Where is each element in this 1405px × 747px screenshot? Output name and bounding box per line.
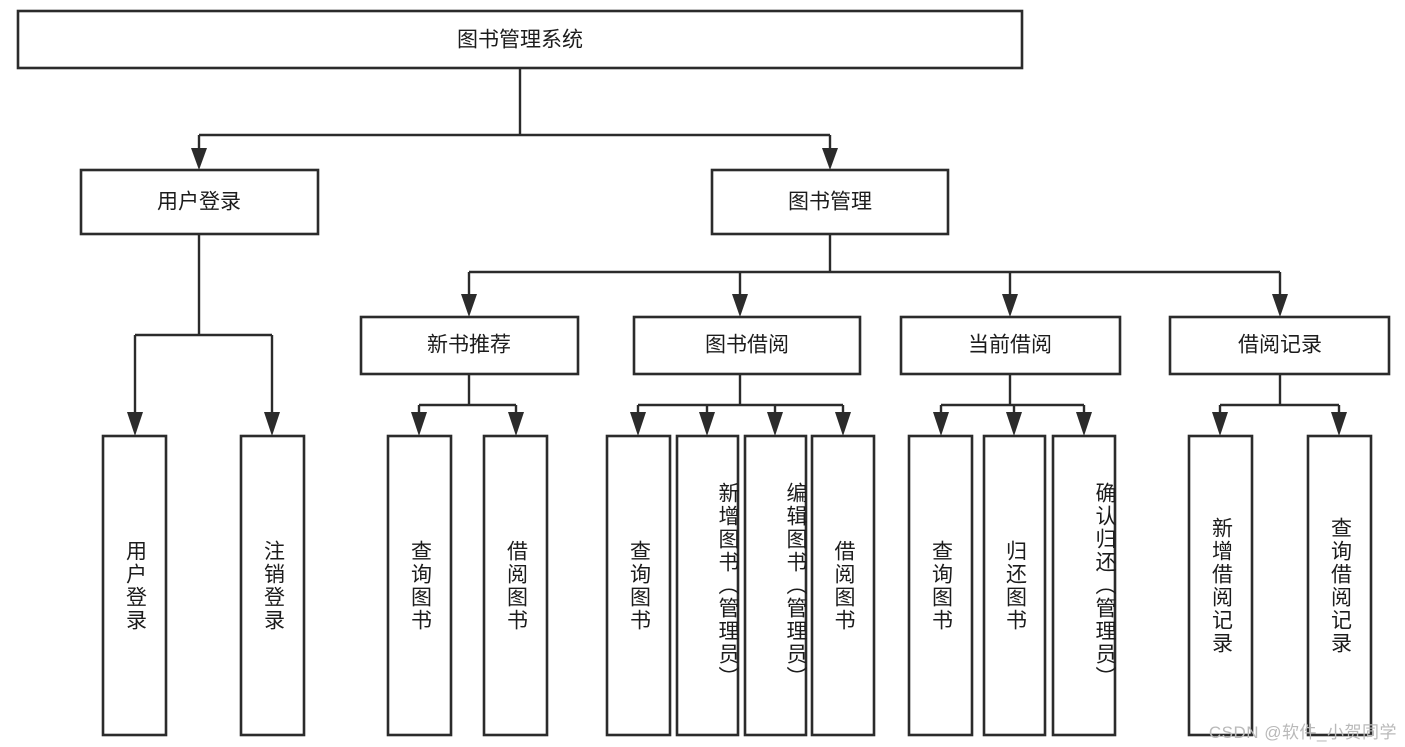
node-root-label: 图书管理系统 bbox=[457, 29, 583, 52]
node-leaf-user-login-rect[interactable] bbox=[101, 434, 168, 737]
node-borrow-record-rect[interactable] bbox=[1168, 315, 1391, 376]
arrow-head-leaf-confirm-return-admin bbox=[1076, 412, 1092, 436]
node-leaf-query-borrow-record-rect[interactable] bbox=[1306, 434, 1373, 737]
arrow-head-current-borrow bbox=[1002, 294, 1018, 317]
node-current-borrow-rect[interactable] bbox=[899, 315, 1122, 376]
connector-layer bbox=[127, 68, 1347, 436]
node-layer: 图书管理系统 用户登录 图书管理 新书推荐 图书借阅 当前 bbox=[16, 9, 1391, 737]
arrow-head-leaf-user-logout bbox=[264, 412, 280, 436]
arrow-head-leaf-user-login bbox=[127, 412, 143, 436]
arrow-head-leaf-query-book-rec bbox=[411, 412, 427, 436]
arrow-head-leaf-query-borrow-record bbox=[1331, 412, 1347, 436]
arrow-head-book-borrow bbox=[732, 294, 748, 317]
node-leaf-confirm-return-admin-rect[interactable] bbox=[1051, 434, 1117, 737]
node-new-book-recommend-rect[interactable] bbox=[359, 315, 580, 376]
node-book-borrow-label: 图书借阅 bbox=[705, 334, 789, 357]
node-book-manage[interactable]: 图书管理 bbox=[710, 168, 950, 236]
node-borrow-record-label: 借阅记录 bbox=[1238, 334, 1322, 357]
node-leaf-return-book-rect[interactable] bbox=[982, 434, 1047, 737]
arrow-head-leaf-edit-book-admin bbox=[767, 412, 783, 436]
node-borrow-record[interactable]: 借阅记录 bbox=[1168, 315, 1391, 376]
node-current-borrow[interactable]: 当前借阅 bbox=[899, 315, 1122, 376]
node-new-book-recommend-label: 新书推荐 bbox=[427, 334, 511, 357]
node-leaf-edit-book-admin-rect[interactable] bbox=[743, 434, 808, 737]
node-book-manage-label: 图书管理 bbox=[788, 191, 872, 214]
node-user-login-rect[interactable] bbox=[79, 168, 320, 236]
node-leaf-query-book-current-rect[interactable] bbox=[907, 434, 974, 737]
node-leaf-user-logout-rect[interactable] bbox=[239, 434, 306, 737]
node-leaf-query-book-borrow-rect[interactable] bbox=[605, 434, 672, 737]
arrow-head-leaf-borrow-book-rec bbox=[508, 412, 524, 436]
node-new-book-recommend[interactable]: 新书推荐 bbox=[359, 315, 580, 376]
node-user-login[interactable]: 用户登录 bbox=[79, 168, 320, 236]
arrow-head-leaf-add-borrow-record bbox=[1212, 412, 1228, 436]
node-user-login-label: 用户登录 bbox=[157, 191, 241, 214]
node-leaf-add-book-admin-rect[interactable] bbox=[675, 434, 740, 737]
arrow-head-leaf-query-book-borrow bbox=[630, 412, 646, 436]
arrow-head-leaf-query-book-current bbox=[933, 412, 949, 436]
arrow-head-leaf-borrow-book bbox=[835, 412, 851, 436]
node-current-borrow-label: 当前借阅 bbox=[968, 334, 1052, 357]
arrow-head-book-manage bbox=[822, 148, 838, 170]
node-book-borrow-rect[interactable] bbox=[632, 315, 862, 376]
node-leaf-query-book-rec-rect[interactable] bbox=[386, 434, 453, 737]
arrow-head-new-book-recommend bbox=[461, 294, 477, 317]
arrow-head-leaf-add-book-admin bbox=[699, 412, 715, 436]
arrow-head-leaf-return-book bbox=[1006, 412, 1022, 436]
watermark-text: CSDN @软件_小贺同学 bbox=[1208, 723, 1397, 742]
node-leaf-borrow-book-rec-rect[interactable] bbox=[482, 434, 549, 737]
node-leaf-borrow-book-rect[interactable] bbox=[810, 434, 876, 737]
arrow-head-borrow-record bbox=[1272, 294, 1288, 317]
arrow-head-user-login bbox=[191, 148, 207, 170]
node-leaf-add-borrow-record-rect[interactable] bbox=[1187, 434, 1254, 737]
node-root-rect[interactable] bbox=[16, 9, 1024, 70]
node-book-borrow[interactable]: 图书借阅 bbox=[632, 315, 862, 376]
node-book-manage-rect[interactable] bbox=[710, 168, 950, 236]
node-root[interactable]: 图书管理系统 bbox=[16, 9, 1024, 70]
